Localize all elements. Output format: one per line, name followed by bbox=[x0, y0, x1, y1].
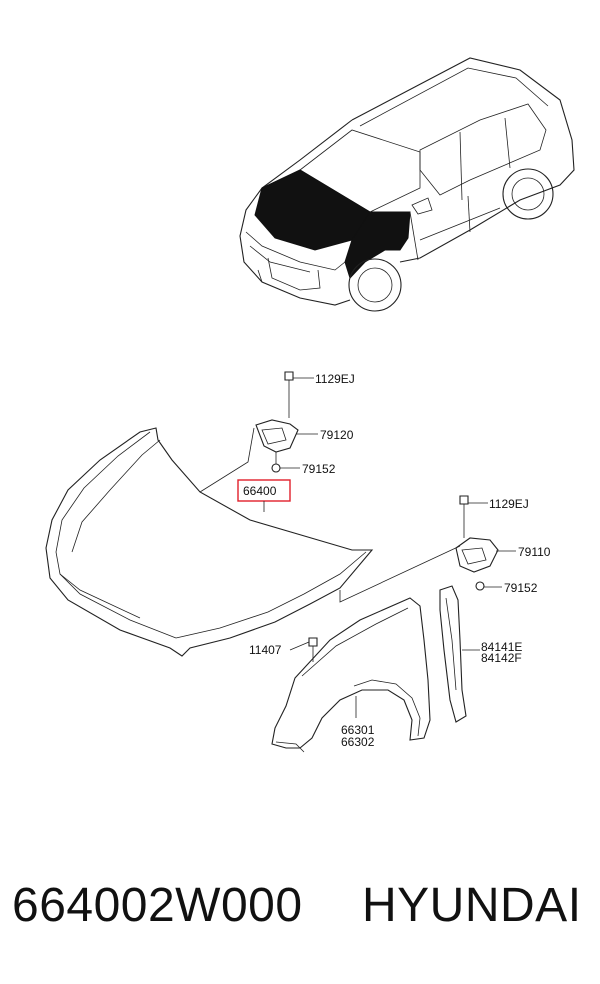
hinge-right-group bbox=[339, 495, 516, 603]
vehicle-hood-highlight bbox=[254, 169, 371, 251]
part-number: 664002W000 bbox=[12, 879, 303, 932]
vehicle-illustration bbox=[239, 57, 575, 312]
hinge-left-group bbox=[255, 371, 318, 473]
hood-panel bbox=[45, 427, 374, 657]
label-nut-left[interactable]: 79152 bbox=[302, 462, 336, 476]
label-hood[interactable]: 66400 bbox=[243, 484, 277, 498]
label-bolt-right[interactable]: 1129EJ bbox=[489, 497, 529, 511]
label-fender-b[interactable]: 66302 bbox=[341, 735, 375, 749]
label-bolt-fender[interactable]: 11407 bbox=[249, 643, 282, 657]
label-bolt-upper[interactable]: 1129EJ bbox=[315, 372, 355, 386]
fender-panel bbox=[271, 597, 431, 753]
label-nut-right[interactable]: 79152 bbox=[504, 581, 538, 595]
vehicle-fender-highlight bbox=[344, 211, 411, 279]
caption-bar: 664002W000 HYUNDAI bbox=[0, 878, 600, 948]
pillar-trim bbox=[439, 585, 480, 723]
label-trim-b[interactable]: 84142F bbox=[481, 651, 522, 665]
hood-part-label[interactable] bbox=[237, 479, 291, 512]
label-fender-a[interactable]: 66301 bbox=[341, 723, 375, 737]
label-hinge-right[interactable]: 79110 bbox=[518, 545, 551, 559]
label-trim-a[interactable]: 84141E bbox=[481, 640, 522, 654]
brand-name: HYUNDAI bbox=[362, 879, 582, 932]
label-hinge-left[interactable]: 79120 bbox=[320, 428, 354, 442]
